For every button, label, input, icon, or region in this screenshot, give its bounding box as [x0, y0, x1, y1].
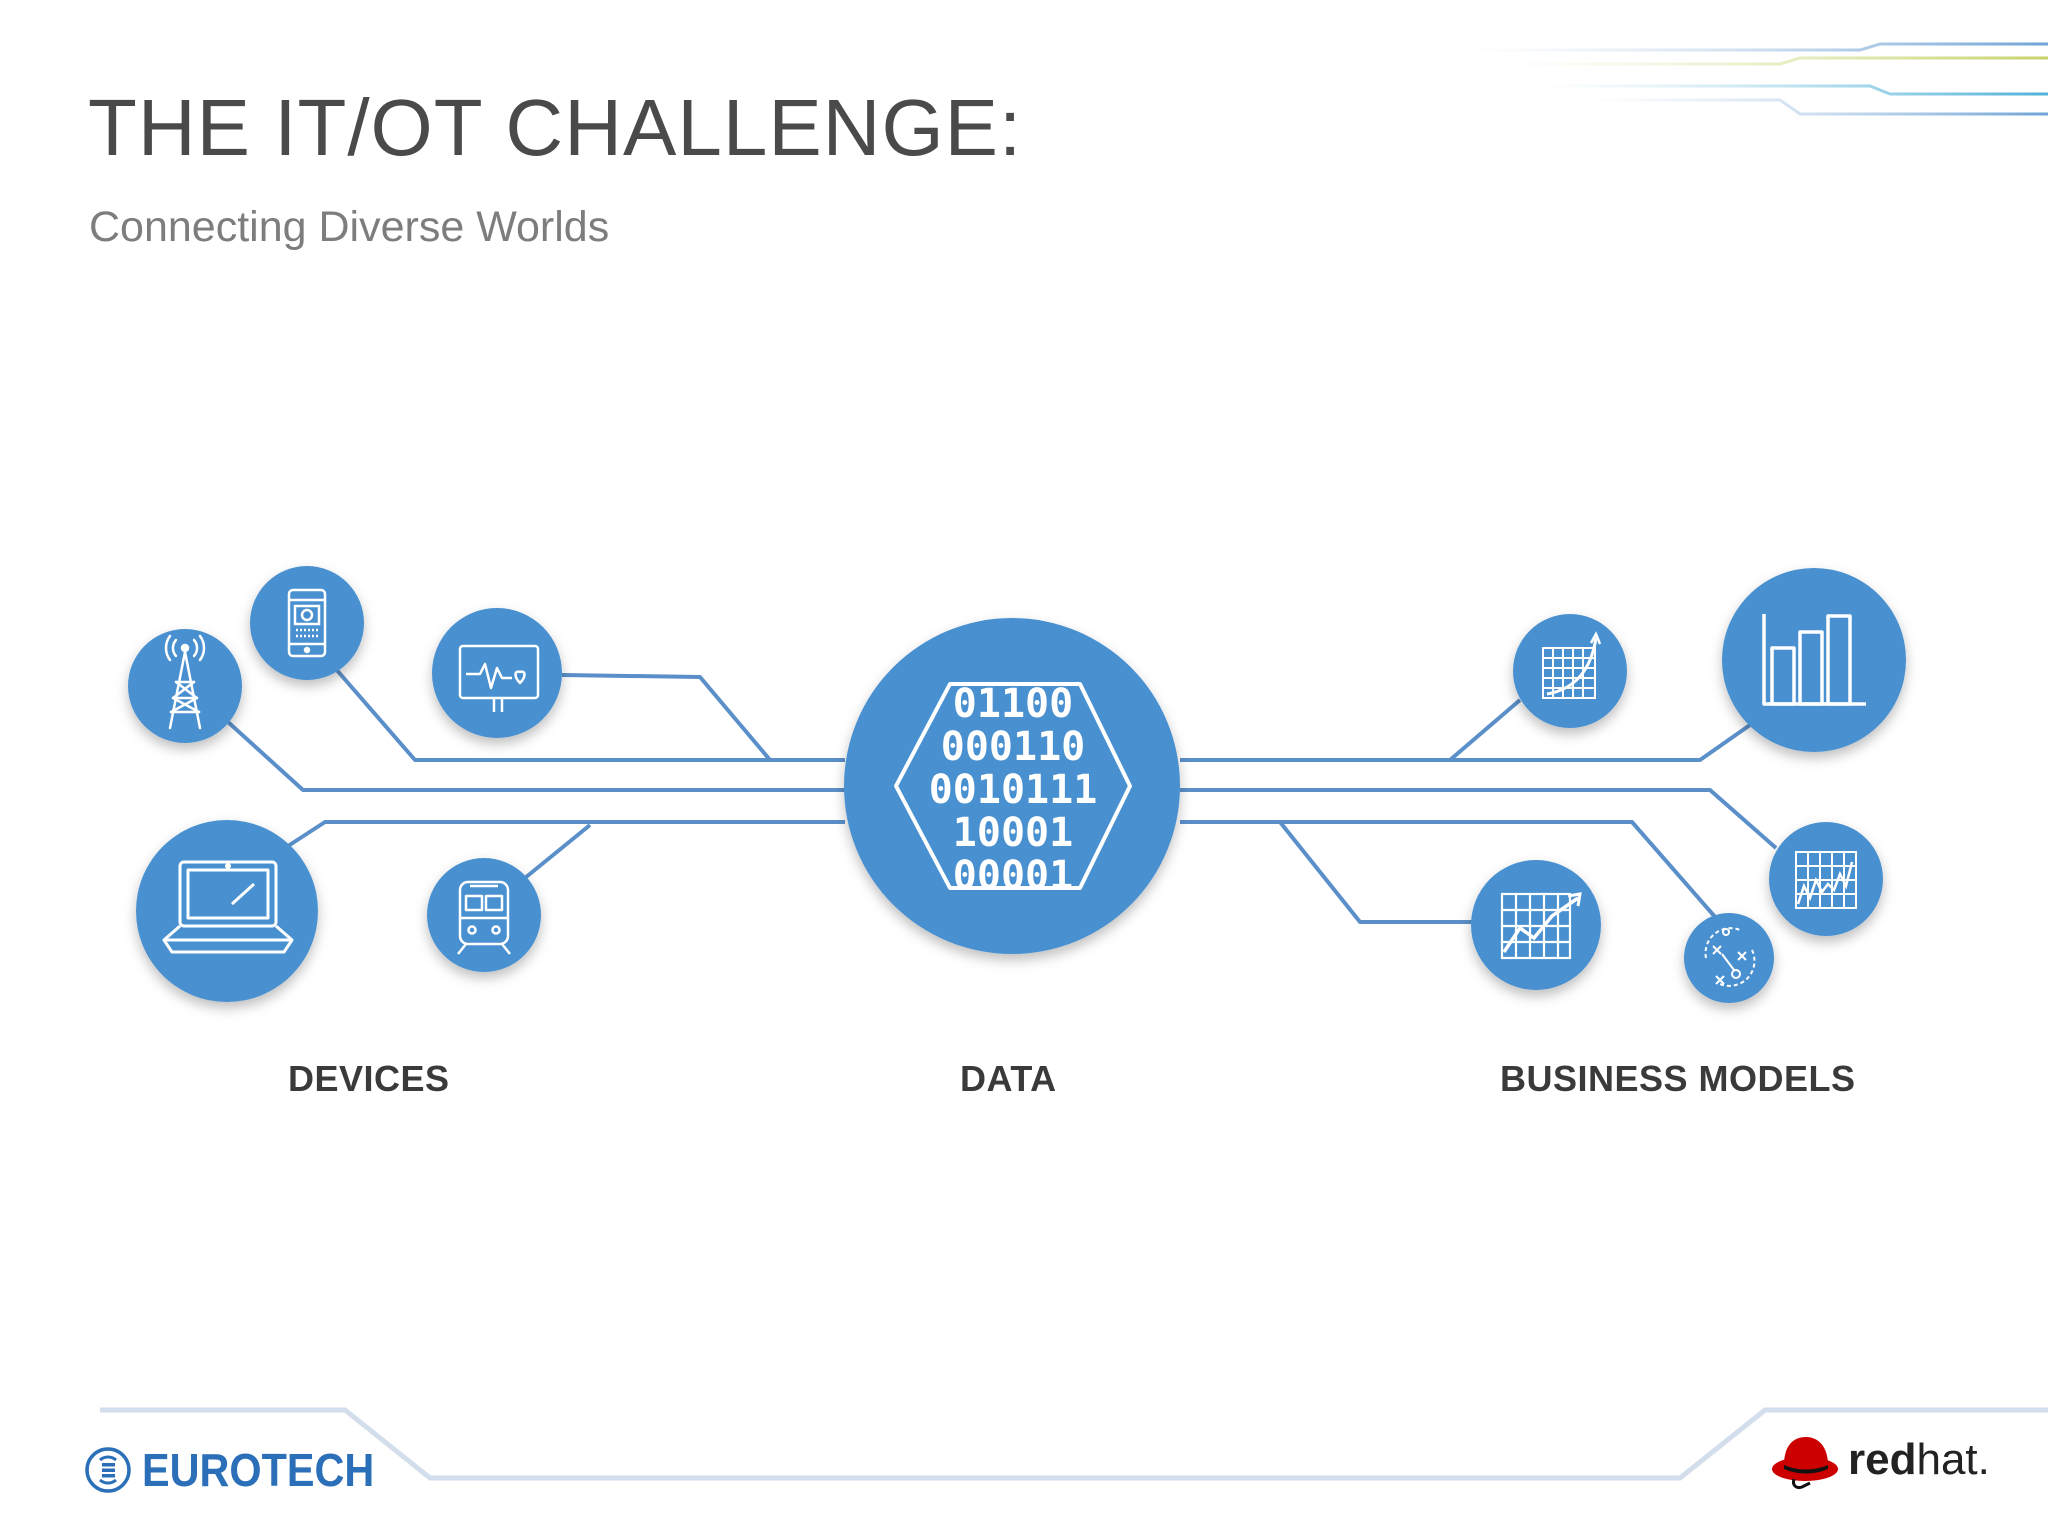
label-devices: DEVICES: [288, 1058, 450, 1099]
laptop-icon: [162, 860, 294, 954]
node-bar-chart: [1722, 568, 1906, 752]
heart-monitor-icon: [458, 644, 540, 712]
train-icon: [457, 880, 511, 955]
binary-row: 000110: [941, 724, 1086, 770]
connection-lines: [226, 666, 1778, 924]
stock-chart-icon: [1795, 851, 1857, 909]
connector-trend: [1278, 820, 1478, 924]
smartphone-icon: [287, 588, 327, 658]
binary-row: 10001: [953, 810, 1073, 856]
connector-laptop: [283, 820, 845, 850]
top-decoration: [1460, 42, 2048, 116]
node-data: 01100 000110 0010111 10001 00001: [844, 618, 1180, 954]
node-heart-monitor: [432, 608, 562, 738]
radio-tower-icon: [164, 634, 206, 730]
strategy-play-icon: [1704, 927, 1756, 987]
connector-strategy: [1180, 820, 1718, 920]
redhat-wordmark: redhat.: [1848, 1435, 1990, 1485]
node-smartphone: [250, 566, 364, 680]
growth-chart-icon: [1542, 631, 1602, 699]
slide-title: THE IT/OT CHALLENGE:: [88, 83, 1023, 172]
eurotech-wordmark: EUROTECH: [142, 1444, 375, 1496]
eurotech-logo: EUROTECH: [84, 1440, 400, 1500]
connector-growth: [1180, 698, 1522, 762]
connector-tower: [226, 720, 845, 792]
node-trend-grid: [1471, 860, 1601, 990]
node-train: [427, 858, 541, 972]
connector-monitor: [561, 673, 772, 762]
connector-bars: [1450, 723, 1752, 762]
binary-row: 0010111: [929, 767, 1098, 813]
redhat-logo: redhat.: [1770, 1420, 1990, 1500]
node-laptop: [136, 820, 318, 1002]
binary-data-icon: 01100 000110 0010111 10001 00001: [894, 681, 1132, 899]
redhat-wordmark-regular: hat.: [1916, 1435, 1990, 1484]
trend-grid-icon: [1500, 892, 1582, 960]
bottom-decoration: [100, 1407, 2048, 1481]
slide-subtitle: Connecting Diverse Worlds: [89, 203, 610, 251]
node-radio-tower: [128, 629, 242, 743]
node-stock-chart: [1769, 822, 1883, 936]
node-strategy: [1684, 913, 1774, 1003]
label-business-models: BUSINESS MODELS: [1500, 1058, 1856, 1099]
label-data: DATA: [960, 1058, 1057, 1099]
connector-train: [518, 823, 592, 884]
node-growth-chart: [1513, 614, 1627, 728]
bar-chart-icon: [1762, 614, 1866, 706]
connector-phone: [333, 666, 845, 762]
redhat-shadowman-icon: [1772, 1437, 1838, 1489]
eurotech-mark-icon: [85, 1447, 131, 1493]
connector-stock: [1180, 788, 1778, 850]
binary-row: 01100: [953, 681, 1073, 727]
redhat-wordmark-bold: red: [1848, 1435, 1917, 1484]
binary-row: 00001: [953, 853, 1073, 899]
